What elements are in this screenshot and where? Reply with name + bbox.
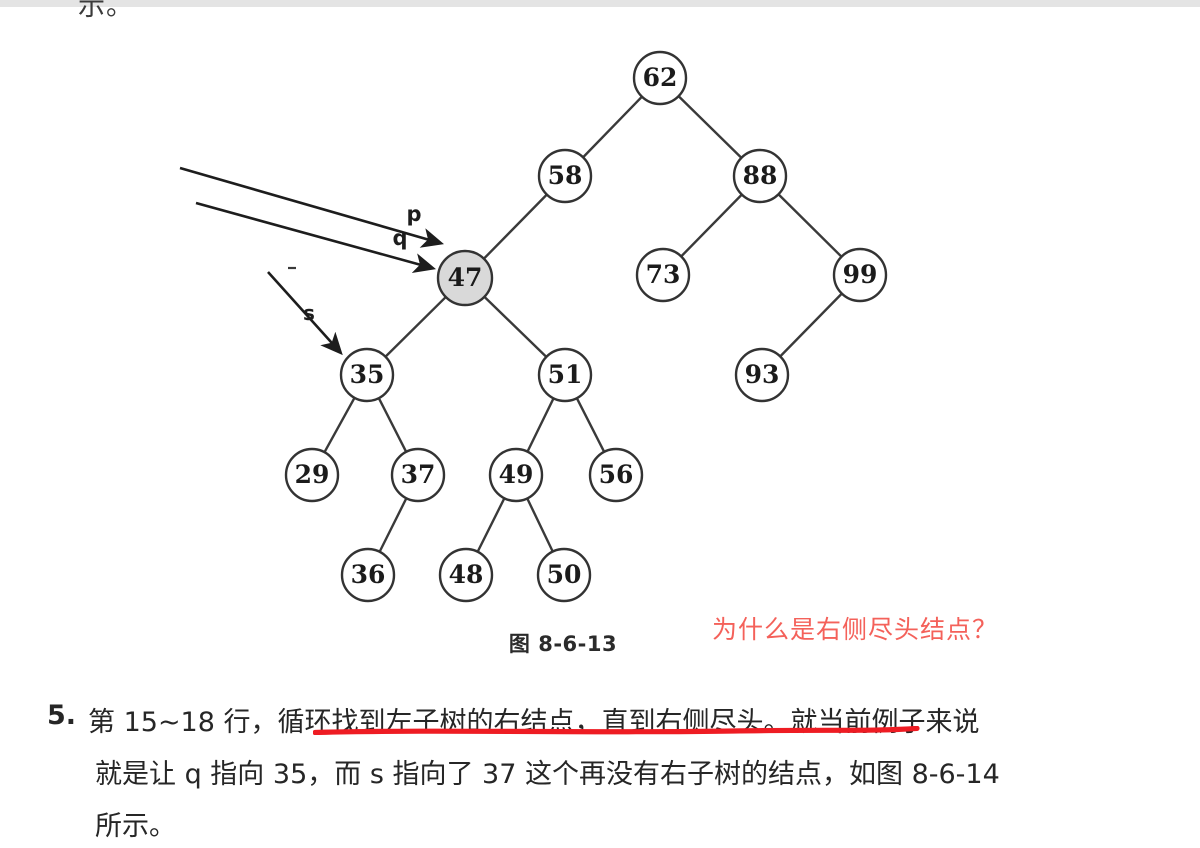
figure-caption: 图 8-6-13 <box>508 632 618 656</box>
tree-node-48: 48 <box>438 547 494 603</box>
node-circle <box>632 50 688 106</box>
tree-edge-62-58 <box>581 94 644 160</box>
pointer-label-p: p <box>406 202 421 226</box>
pointer-arrow-p <box>179 166 444 248</box>
tree-edge-51-49 <box>525 396 556 454</box>
node-circle <box>536 547 592 603</box>
tree-node-88: 88 <box>732 148 788 204</box>
node-label: 88 <box>743 161 778 190</box>
node-label: 99 <box>843 260 878 289</box>
tree-edge-35-29 <box>322 395 357 455</box>
tree-node-37: 37 <box>390 447 446 503</box>
tree-node-36: 36 <box>340 547 396 603</box>
node-circle <box>832 247 888 303</box>
tree-node-62: 62 <box>632 50 688 106</box>
tree-edge-58-47 <box>482 192 549 261</box>
tree-edge-47-35 <box>383 295 448 359</box>
node-label: 47 <box>448 263 483 292</box>
red-underline-annotation <box>313 726 920 735</box>
pointer-label-s: s <box>303 301 315 325</box>
figure-8-6-13: p q s 62 58 88 47 73 99 35 51 93 29 37 49 56 36 48 50 图… <box>179 50 999 656</box>
node-circle <box>537 347 593 403</box>
node-circle <box>390 447 446 503</box>
pointer-arrow-layer: p q s <box>179 166 444 356</box>
node-label: 29 <box>295 460 330 489</box>
paragraph-line-3: 所示。 <box>95 811 176 842</box>
node-circle <box>340 547 396 603</box>
tree-node-99: 99 <box>832 247 888 303</box>
tree-edge-layer <box>322 94 844 554</box>
node-circle <box>488 447 544 503</box>
pointer-label-q: q <box>392 226 407 250</box>
tree-edge-51-56 <box>575 396 606 454</box>
tree-edge-88-73 <box>679 192 744 259</box>
tree-node-49: 49 <box>488 447 544 503</box>
node-label: 51 <box>548 360 583 389</box>
tree-node-29: 29 <box>284 447 340 503</box>
node-label: 37 <box>401 460 436 489</box>
node-circle <box>284 447 340 503</box>
tree-node-58: 58 <box>537 148 593 204</box>
pointer-arrow-q <box>195 201 437 273</box>
tree-edge-99-93 <box>778 291 844 359</box>
tree-node-47: 47 <box>436 249 494 307</box>
node-circle <box>436 249 494 307</box>
node-label: 73 <box>646 260 681 289</box>
node-label: 62 <box>643 63 678 92</box>
binary-tree-diagram: p q s 62 58 88 47 73 99 35 51 93 29 37 49 56 36 48 50 <box>179 50 888 603</box>
node-label: 58 <box>548 161 583 190</box>
node-label: 35 <box>350 360 385 389</box>
node-label: 93 <box>745 360 780 389</box>
node-label: 49 <box>499 460 534 489</box>
node-circle <box>635 247 691 303</box>
pointer-arrow-s <box>267 271 343 356</box>
node-label: 48 <box>449 560 484 589</box>
tree-node-50: 50 <box>536 547 592 603</box>
tree-edge-49-48 <box>476 496 506 554</box>
tree-node-35: 35 <box>339 347 395 403</box>
tree-edge-37-36 <box>378 496 408 554</box>
tree-node-51: 51 <box>537 347 593 403</box>
node-circle <box>339 347 395 403</box>
node-circle <box>537 148 593 204</box>
tree-node-93: 93 <box>734 347 790 403</box>
node-circle <box>734 347 790 403</box>
red-handwritten-annotation: 为什么是右侧尽头结点？ <box>712 615 999 644</box>
tree-node-73: 73 <box>635 247 691 303</box>
tree-node-layer: 62 58 88 47 73 99 35 51 93 29 37 49 56 36 48 50 <box>284 50 888 603</box>
list-item-number: 5. <box>47 700 77 731</box>
node-label: 50 <box>547 560 582 589</box>
paragraph-line-2: 就是让 q 指向 35，而 s 指向了 37 这个再没有右子树的结点，如图 8-… <box>95 759 1000 790</box>
page-top-strip <box>0 0 1200 7</box>
tree-node-56: 56 <box>588 447 644 503</box>
node-circle <box>588 447 644 503</box>
node-circle <box>438 547 494 603</box>
cut-off-top-text: 示。 <box>78 0 134 22</box>
tree-edge-35-37 <box>377 396 408 454</box>
node-label: 56 <box>599 460 634 489</box>
tree-edge-62-88 <box>676 94 744 160</box>
tree-edge-47-51 <box>482 294 549 359</box>
tree-edge-88-99 <box>776 192 844 259</box>
tree-edge-49-50 <box>525 496 555 554</box>
node-circle <box>732 148 788 204</box>
node-label: 36 <box>351 560 386 589</box>
